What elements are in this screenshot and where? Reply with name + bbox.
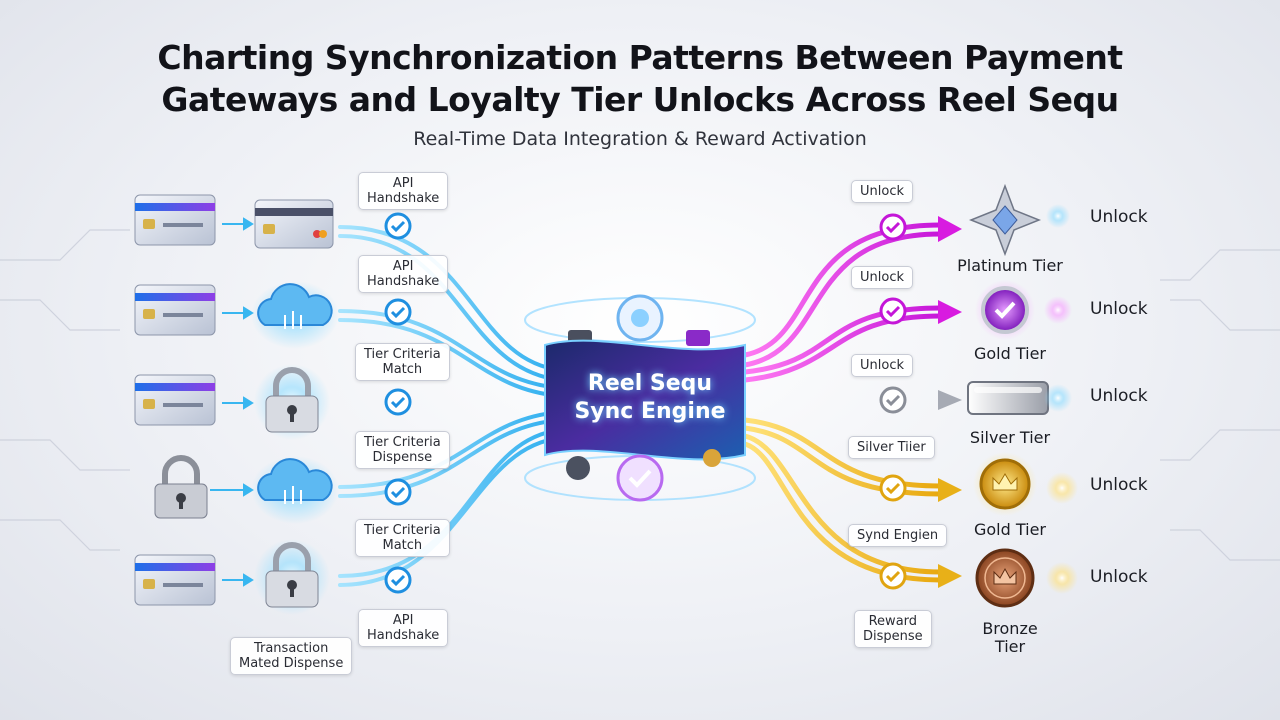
unlock-text-4: Unlock (1090, 475, 1148, 495)
source-card-2 (134, 284, 216, 336)
tier-name-platinum: Platinum Tier (957, 256, 1063, 275)
sparkle-icons (1044, 204, 1078, 594)
platinum-star-icon (968, 183, 1042, 257)
tier-name-gold-1: Gold Tier (973, 344, 1047, 363)
gateway-cloud-icon-2 (251, 456, 339, 524)
gateway-cloud-icon-1 (251, 281, 339, 349)
silver-flow-lines (742, 392, 943, 408)
sync-engine (524, 294, 756, 502)
source-card-5 (134, 554, 216, 606)
source-padlock-icon (154, 455, 208, 519)
unlock-text-1: Unlock (1090, 207, 1148, 227)
gear-icon-bottom (616, 454, 664, 502)
tier-name-gold-2: Gold Tier (973, 520, 1047, 539)
right-label-4: Silver Tiier (848, 436, 935, 459)
magenta-arrow-2 (938, 300, 962, 324)
unlock-text-3: Unlock (1090, 386, 1148, 406)
gateway-card (254, 199, 334, 249)
page-subtitle: Real-Time Data Integration & Reward Acti… (413, 128, 867, 150)
source-card-1 (134, 194, 216, 246)
check-icons-right (879, 213, 907, 590)
gold-arrow-1 (938, 478, 962, 502)
tier-name-silver: Silver Tier (969, 428, 1051, 447)
silver-bar-icon (967, 381, 1049, 415)
gold-arrow-2 (938, 564, 962, 588)
magenta-arrow-1 (938, 216, 962, 242)
unlock-text-5: Unlock (1090, 567, 1148, 587)
silver-arrow (938, 390, 962, 410)
gateway-padlock-icon-1 (254, 364, 330, 440)
right-label-3: Unlock (851, 354, 913, 377)
blue-flow-arrows (210, 217, 254, 587)
unlock-text-2: Unlock (1090, 299, 1148, 319)
gold-crown-medal-icon (973, 452, 1037, 516)
right-label-2: Unlock (851, 266, 913, 289)
check-icons-left (384, 212, 412, 594)
blue-flow-lines (338, 225, 562, 587)
bronze-crown-medal-icon (975, 548, 1035, 608)
circuit-lines-decoration (0, 229, 1280, 561)
gold-tier-check-medal-icon (975, 280, 1035, 340)
source-card-3 (134, 374, 216, 426)
page-title-line-2: Gateways and Loyalty Tier Unlocks Across… (161, 80, 1119, 119)
right-label-5: Synd Engien (848, 524, 948, 547)
page-title-line-1: Charting Synchronization Patterns Betwee… (157, 38, 1123, 77)
gateway-padlock-icon-2 (254, 539, 330, 615)
right-label-1: Unlock (851, 180, 913, 203)
